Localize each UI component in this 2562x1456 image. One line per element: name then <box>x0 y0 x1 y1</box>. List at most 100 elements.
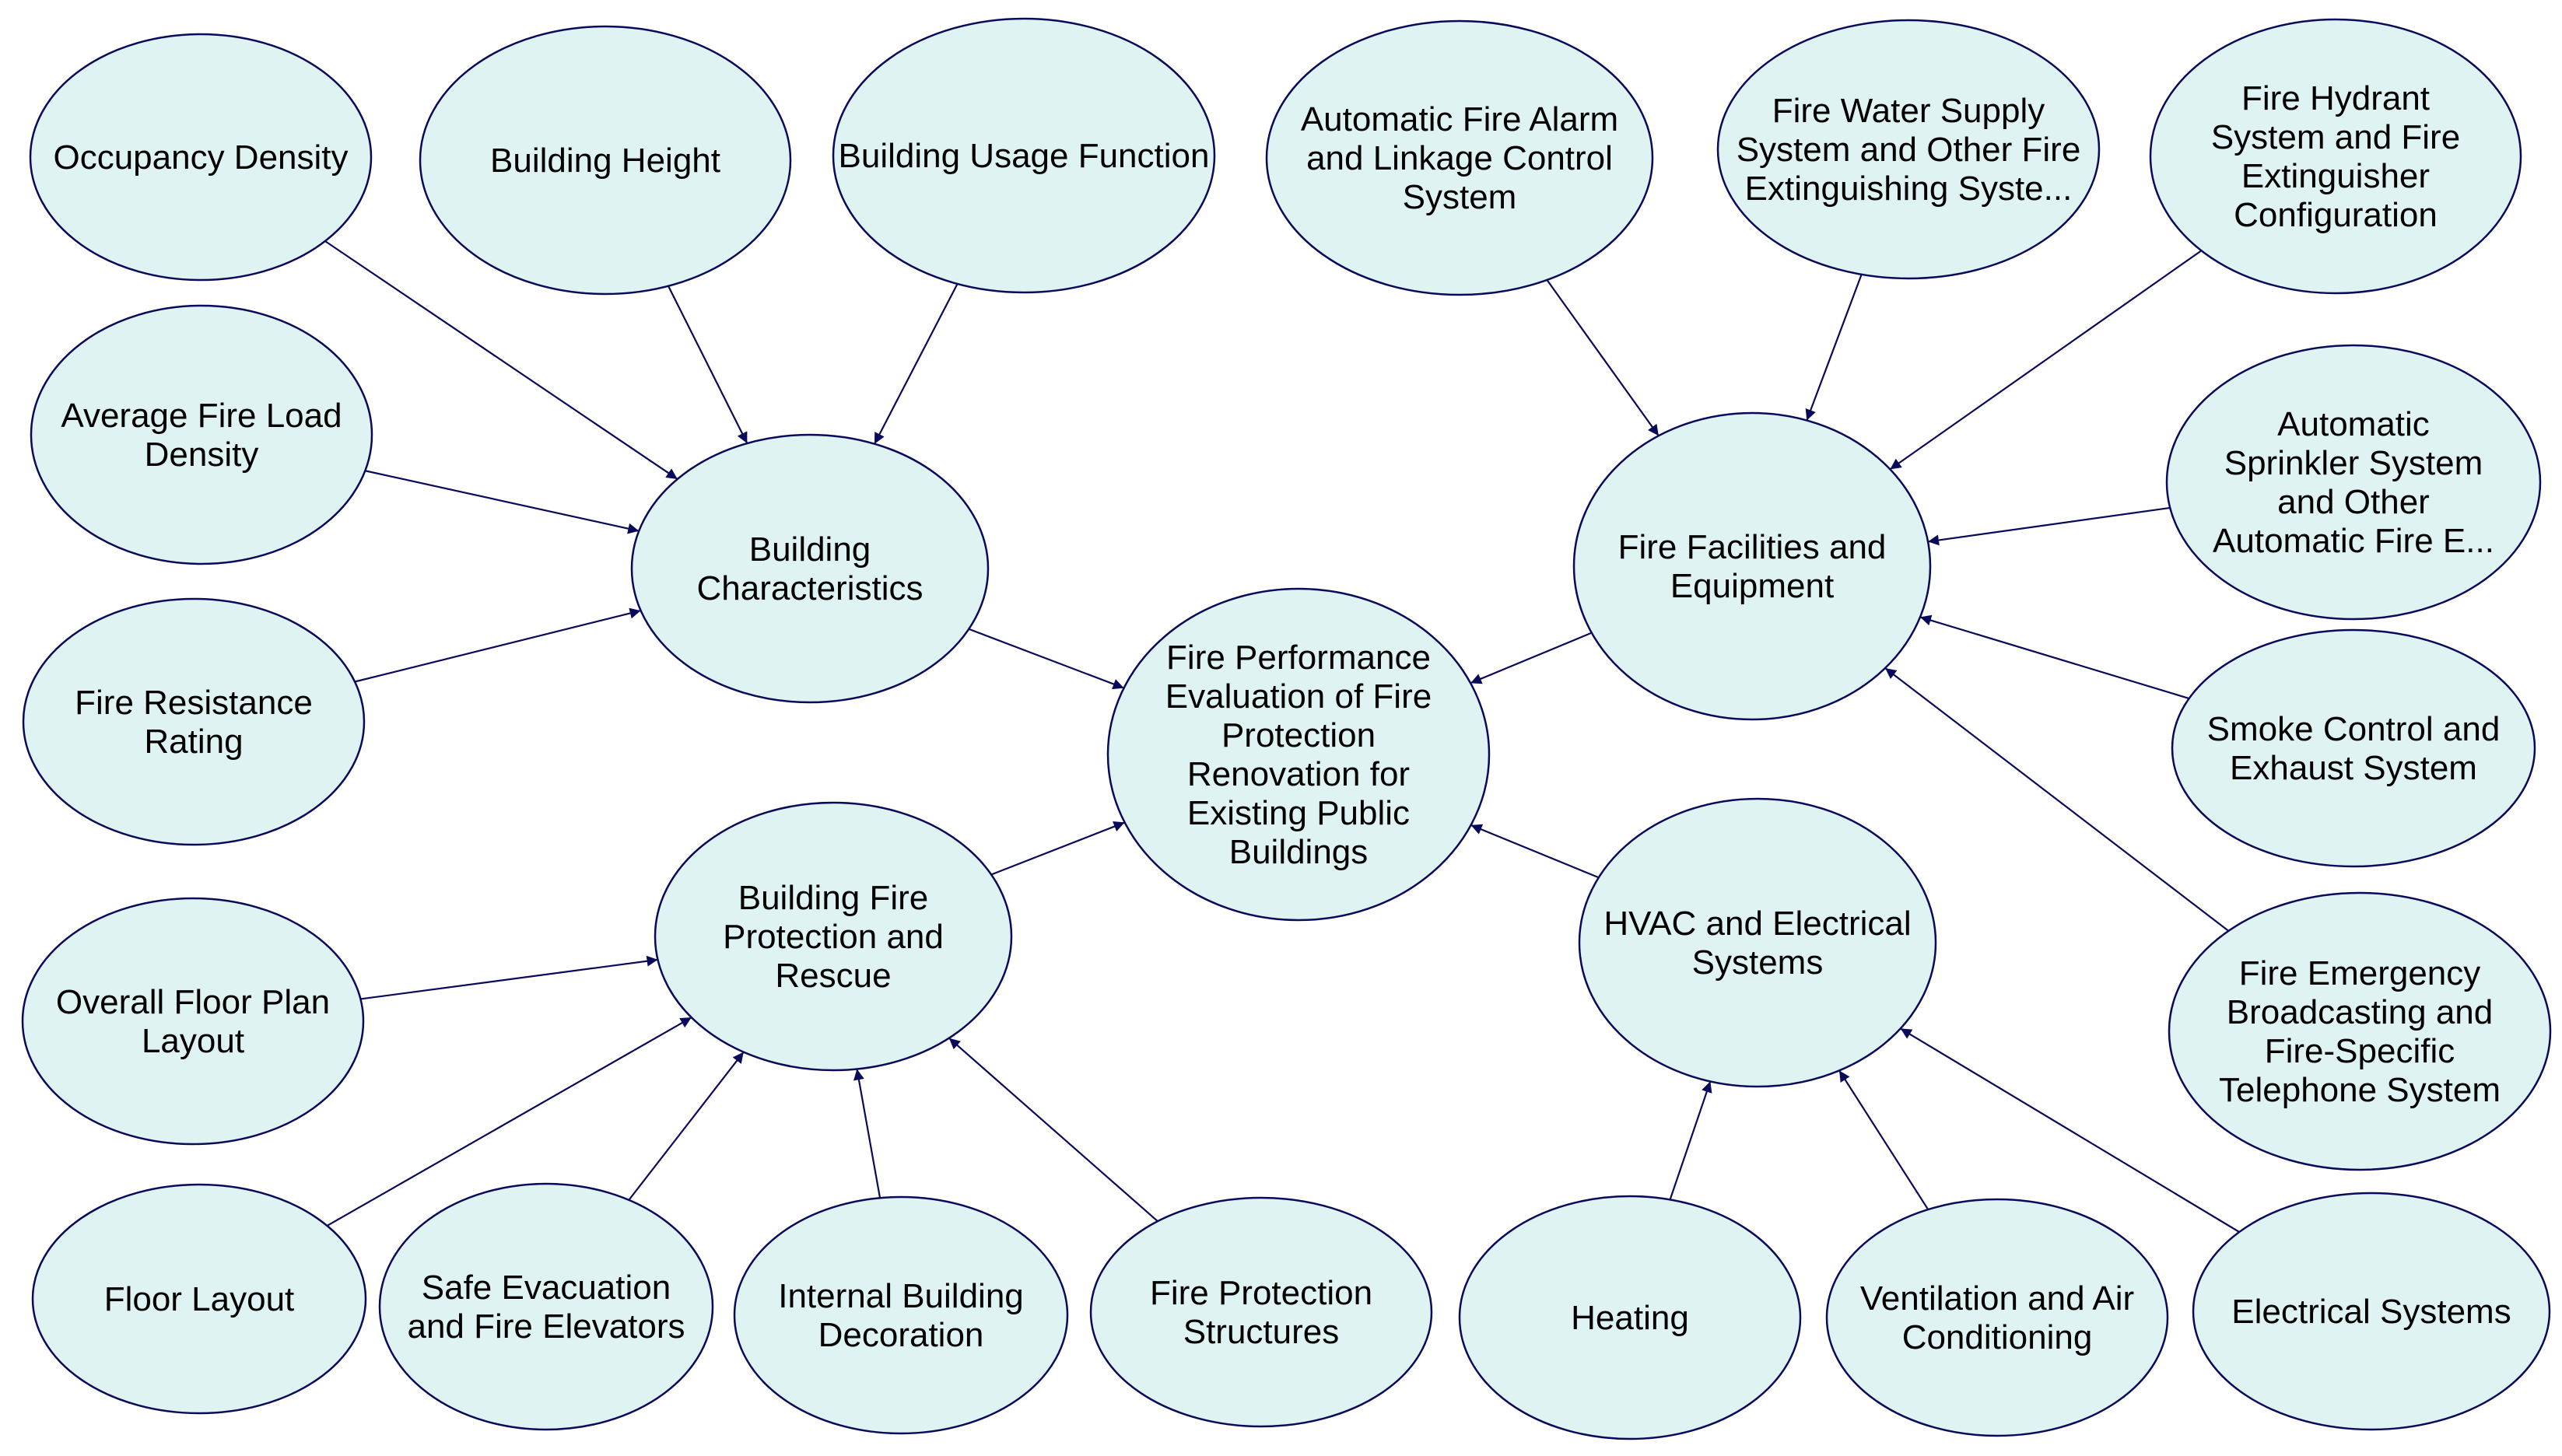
node-heating[interactable]: Heating <box>1458 1195 1802 1440</box>
arrow-line <box>990 821 1125 876</box>
arrow-line <box>628 1051 745 1201</box>
node-ellipse <box>1578 797 1937 1088</box>
node-label-line: Occupancy Density <box>53 138 348 177</box>
node-label: Floor Layout <box>104 1280 295 1318</box>
edge-fire_emergency_broadcast-to-fire_facilities <box>1884 667 2230 932</box>
node-label-line: Protection and <box>723 918 944 956</box>
arrow-line <box>354 607 641 683</box>
node-label-line: Overall Floor Plan <box>56 983 330 1021</box>
node-label-line: Configuration <box>2234 196 2438 234</box>
node-building-usage[interactable]: Building Usage Function <box>832 17 1216 294</box>
node-ellipse <box>1572 411 1932 721</box>
edge-electrical_systems-to-hvac <box>1900 1027 2240 1233</box>
arrow-line <box>668 285 748 444</box>
node-label-line: Renovation for <box>1187 755 1410 793</box>
arrow-line <box>1838 1069 1929 1210</box>
edge-smoke_control-to-fire_facilities <box>1919 614 2189 700</box>
node-ellipse <box>21 897 365 1146</box>
node-label-line: System and Fire <box>2211 118 2460 156</box>
edge-building_height-to-building_characteristics <box>668 285 748 444</box>
node-ellipse <box>419 25 792 296</box>
arrow-line <box>1470 824 1600 879</box>
node-floor-layout[interactable]: Floor Layout <box>31 1183 367 1415</box>
node-label-line: Building Height <box>490 142 720 180</box>
node-electrical-systems[interactable]: Electrical Systems <box>2192 1192 2551 1431</box>
node-ellipse <box>1825 1198 2169 1437</box>
node-label-line: HVAC and Electrical <box>1603 905 1911 943</box>
arrow-line <box>1889 250 2203 471</box>
node-label-line: Fire Facilities and <box>1618 528 1887 566</box>
arrow-line <box>1669 1081 1712 1200</box>
node-label-line: Extinguishing Syste... <box>1745 170 2073 208</box>
node-label-line: Fire Performance <box>1166 639 1431 677</box>
edge-building_usage-to-building_characteristics <box>874 283 959 445</box>
node-building-height[interactable]: Building Height <box>419 25 792 296</box>
node-label-line: Extinguisher <box>2241 157 2430 195</box>
arrow-line <box>1927 506 2171 546</box>
node-label-line: Existing Public <box>1187 794 1410 832</box>
edge-occupancy_density-to-building_characteristics <box>324 240 678 480</box>
edge-heating-to-hvac <box>1669 1081 1712 1200</box>
node-label: Occupancy Density <box>53 138 348 177</box>
node-ellipse <box>31 1183 367 1415</box>
node-ellipse <box>1089 1196 1433 1428</box>
node-label-line: Systems <box>1692 943 1824 982</box>
arrow-line <box>365 470 640 534</box>
node-label-line: Fire Emergency <box>2239 954 2481 992</box>
node-label-line: Characteristics <box>697 569 924 607</box>
arrow-line <box>948 1037 1158 1223</box>
node-label: Heating <box>1571 1299 1689 1337</box>
edge-building_characteristics-to-center <box>968 628 1124 690</box>
node-label-line: Fire Water Supply <box>1772 92 2045 130</box>
node-label-line: Rescue <box>775 957 891 995</box>
node-label-line: Building <box>749 530 871 569</box>
node-label-line: Fire Hydrant <box>2241 79 2430 117</box>
node-ellipse <box>30 304 373 565</box>
node-label-line: Internal Building <box>778 1277 1024 1315</box>
arrow-line <box>968 628 1124 690</box>
node-ellipse <box>733 1195 1069 1435</box>
edge-auto_sprinkler-to-fire_facilities <box>1927 506 2171 546</box>
node-label-line: Ventilation and Air <box>1860 1279 2134 1318</box>
node-ellipse <box>1265 19 1654 296</box>
node-label-line: Structures <box>1183 1313 1340 1351</box>
arrow-line <box>1919 614 2189 700</box>
node-label-line: Fire Protection <box>1150 1274 1372 1312</box>
arrow-line <box>1805 274 1863 421</box>
node-ellipse <box>2192 1192 2551 1431</box>
node-occupancy-density[interactable]: Occupancy Density <box>29 33 373 282</box>
node-label-line: Floor Layout <box>104 1280 295 1318</box>
node-label-line: System and Other Fire <box>1737 131 2081 169</box>
node-label-line: Density <box>145 436 259 474</box>
